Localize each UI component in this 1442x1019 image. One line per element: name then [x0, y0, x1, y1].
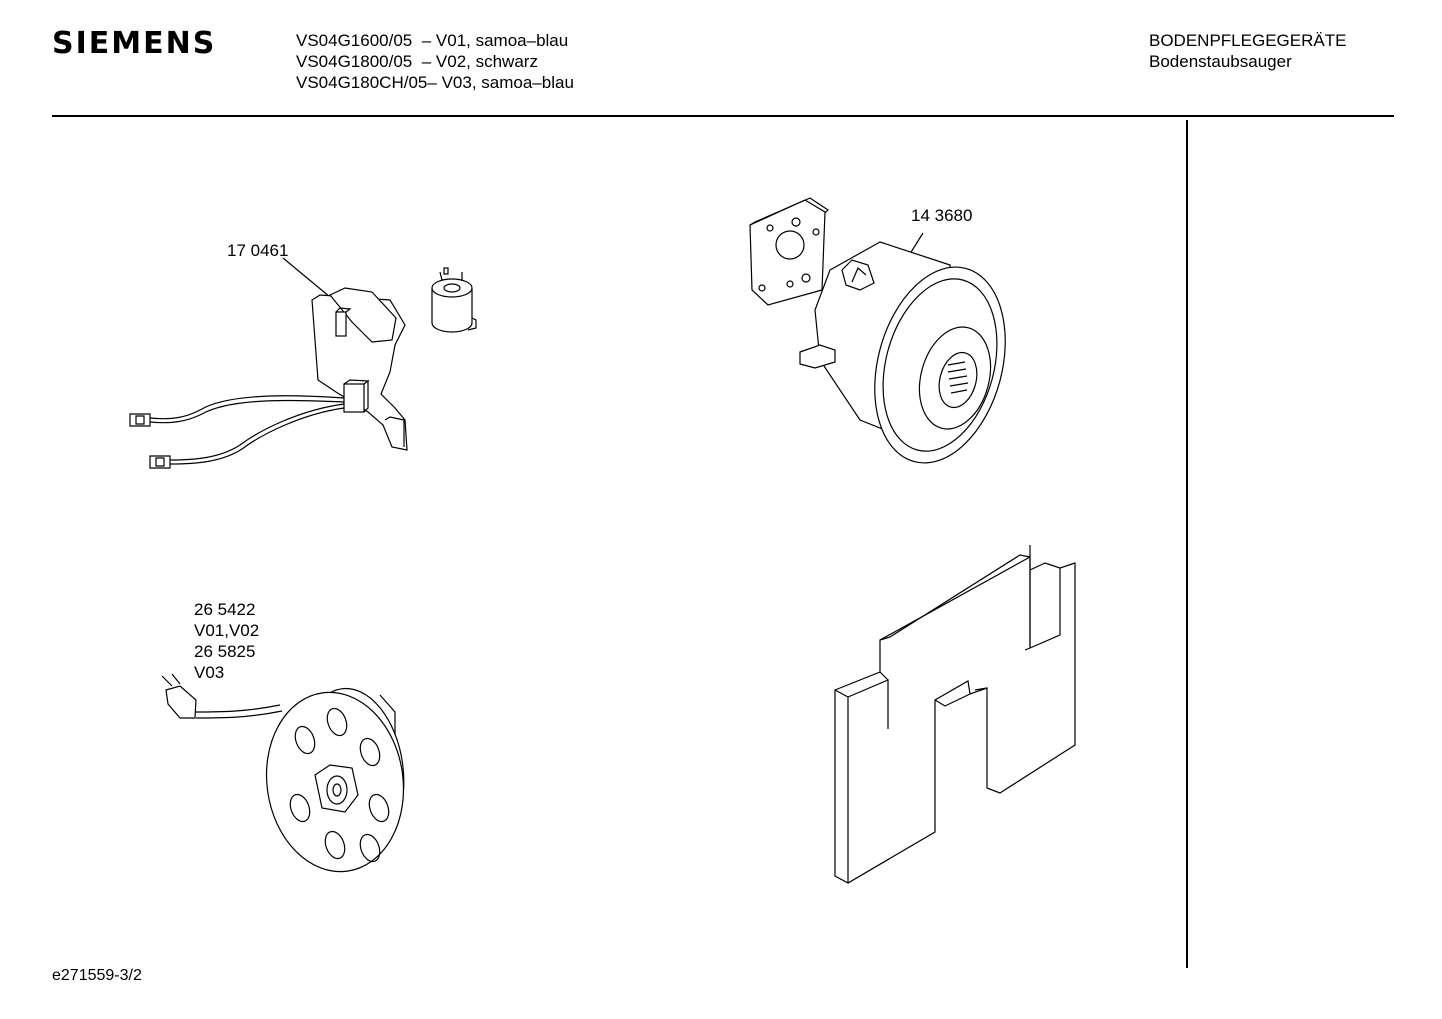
model-row-3: VS04G180CH/05– V03, samoa–blau [296, 73, 574, 92]
category-subtitle: Bodenstaubsauger [1149, 52, 1292, 71]
category-block: BODENPFLEGEGERÄTE Bodenstaubsauger [1149, 30, 1346, 72]
side-divider [1186, 120, 1188, 968]
category-title: BODENPFLEGEGERÄTE [1149, 31, 1347, 50]
part-alt-number-cable-reel: 26 5825 [194, 642, 256, 661]
model-row-2: VS04G1800/05 – V02, schwarz [296, 52, 538, 71]
cable-reel-drawing [161, 673, 405, 873]
motor-drawing [749, 197, 1006, 464]
part-label-motor: 14 3680 [911, 206, 973, 225]
switch-assembly-drawing [129, 257, 477, 469]
part-alt-variant-cable-reel: V03 [194, 663, 225, 682]
part-label-switch: 17 0461 [227, 241, 289, 260]
model-row-1: VS04G1600/05 – V01, samoa–blau [296, 31, 569, 50]
part-variant-cable-reel: V01,V02 [194, 621, 260, 640]
header-divider [52, 115, 1394, 117]
filter-pad-drawing [834, 545, 1076, 884]
document-id: e271559-3/2 [52, 967, 142, 984]
part-number-cable-reel: 26 5422 [194, 600, 256, 619]
part-label-cable-reel: 26 5422 V01,V02 26 5825 V03 [194, 599, 259, 683]
brand-logo: SIEMENS [52, 26, 217, 61]
model-list: VS04G1600/05 – V01, samoa–blau VS04G1800… [296, 30, 574, 93]
